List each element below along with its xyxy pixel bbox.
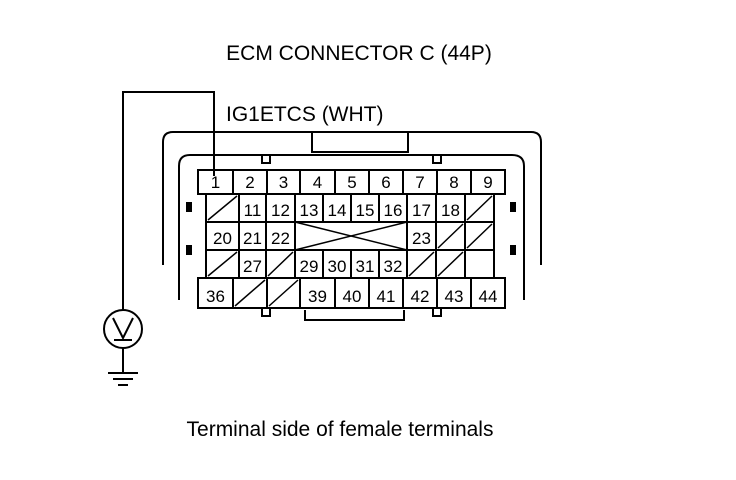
pin-cell: 39: [299, 277, 336, 309]
pin-number: 30: [328, 257, 347, 276]
caption: Terminal side of female terminals: [187, 418, 494, 441]
side-key: [510, 202, 516, 212]
pin-number: 23: [412, 229, 431, 248]
pin-cell: 9: [470, 169, 506, 195]
pin-number: 21: [243, 229, 262, 248]
pin-cell: 6: [368, 169, 404, 195]
pin-number: 3: [279, 173, 288, 192]
pin-number: 4: [313, 173, 322, 192]
pin-number: 31: [356, 257, 375, 276]
pin-cell: 1: [197, 169, 234, 195]
blocked-cavity: [406, 249, 437, 279]
pin-number: 9: [483, 173, 492, 192]
blocked-cavity: [435, 221, 466, 251]
pin-cell: 36: [197, 277, 234, 309]
pin-number: 17: [412, 201, 431, 220]
pin-cell: 14: [322, 193, 352, 223]
pin-number: 39: [308, 287, 327, 306]
pin-number: 18: [441, 201, 460, 220]
pin-number: 16: [384, 201, 403, 220]
pin-cell: 15: [350, 193, 380, 223]
pin-number: 8: [449, 173, 458, 192]
pin-number: 32: [384, 257, 403, 276]
pin-number: 2: [245, 173, 254, 192]
pin-number: 44: [479, 287, 498, 306]
locking-tab: [432, 307, 442, 317]
pin-cell: 21: [238, 221, 267, 251]
voltmeter-icon: V: [0, 0, 143, 349]
pin-number: 15: [356, 201, 375, 220]
pin-cell: 42: [402, 277, 438, 309]
pin-number: 1: [211, 173, 220, 192]
pin-cell: [464, 249, 495, 279]
pin-cell: 8: [436, 169, 472, 195]
pin-number: 40: [343, 287, 362, 306]
pin-number: 20: [213, 229, 232, 248]
pin-cell: 2: [232, 169, 268, 195]
pin-cell: 23: [406, 221, 437, 251]
pin-cell: 3: [266, 169, 301, 195]
pin-cell: 29: [294, 249, 324, 279]
pin-number: 13: [300, 201, 319, 220]
pin-cell: 40: [334, 277, 370, 309]
blocked-cavity: [266, 277, 301, 309]
pin-number: 11: [244, 201, 262, 220]
side-key: [510, 245, 516, 255]
pin-number: 5: [347, 173, 356, 192]
pin-number: 36: [206, 287, 225, 306]
pin-cell: 20: [205, 221, 240, 251]
pin-cell: 22: [265, 221, 296, 251]
pin-number: 27: [243, 257, 262, 276]
pin-number: 43: [445, 287, 464, 306]
blocked-cavity: [265, 249, 296, 279]
pin-cell: 31: [350, 249, 380, 279]
pin-number: 12: [271, 201, 290, 220]
pin-cell: 32: [378, 249, 408, 279]
pin-cell: 7: [402, 169, 438, 195]
ground-icon: [108, 348, 138, 386]
pin-cell: 17: [406, 193, 437, 223]
blocked-cavity: [435, 249, 466, 279]
pin-cell: 13: [294, 193, 324, 223]
locking-tab: [432, 154, 442, 164]
pin-cell: 30: [322, 249, 352, 279]
blocked-cavity: [205, 193, 240, 223]
pin-number: 14: [328, 201, 347, 220]
locking-tab: [261, 307, 271, 317]
blocked-cavity: [294, 221, 408, 251]
pin-cell: 18: [435, 193, 466, 223]
pin-cell: 27: [238, 249, 267, 279]
pin-cell: 41: [368, 277, 404, 309]
connector-housing: [162, 131, 542, 321]
wire-label: IG1ETCS (WHT): [226, 103, 384, 126]
pin-cell: 16: [378, 193, 408, 223]
blocked-cavity: [205, 249, 240, 279]
locking-tab: [261, 154, 271, 164]
diagram-title: ECM CONNECTOR C (44P): [226, 42, 492, 65]
blocked-cavity: [464, 193, 495, 223]
pin-number: 7: [415, 173, 424, 192]
pin-number: 6: [381, 173, 390, 192]
pin-cell: 44: [470, 277, 506, 309]
pin-number: 22: [271, 229, 290, 248]
pin-number: 29: [300, 257, 319, 276]
pin-number: 41: [377, 287, 396, 306]
side-key: [186, 202, 192, 212]
pin-number: 42: [411, 287, 430, 306]
pin-cell: 4: [299, 169, 336, 195]
blocked-cavity: [232, 277, 268, 309]
pin-cell: 5: [334, 169, 370, 195]
side-key: [186, 245, 192, 255]
pin-cell: 12: [265, 193, 296, 223]
voltmeter-symbol: V: [0, 0, 1, 1]
blocked-cavity: [464, 221, 495, 251]
pin-cell: 43: [436, 277, 472, 309]
pin-cell: 11: [238, 193, 267, 223]
